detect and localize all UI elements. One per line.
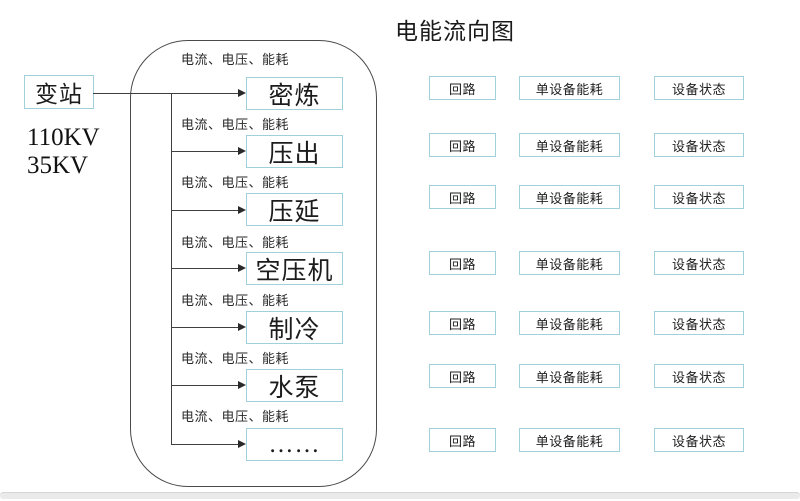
voltage-110kv-label: 110KV — [27, 124, 100, 151]
trunk-line — [171, 93, 172, 445]
device-energy-box: 单设备能耗 — [519, 133, 620, 157]
process-label: 制冷 — [268, 316, 321, 344]
circuit-box: 回路 — [429, 428, 496, 452]
substation-box: 变站 — [24, 75, 94, 109]
branch-line — [171, 444, 239, 445]
flow-attributes-label: 电流、电压、能耗 — [181, 52, 290, 67]
process-box-refrigeration: 制冷 — [246, 311, 343, 344]
process-box-water-pump: 水泵 — [246, 369, 343, 402]
process-box-extrusion: 压出 — [246, 135, 343, 168]
process-box-ellipsis: …… — [246, 428, 343, 461]
feed-line — [93, 93, 239, 94]
device-status-box: 设备状态 — [654, 428, 744, 452]
flow-attributes-label: 电流、电压、能耗 — [181, 409, 290, 424]
arrow-head — [238, 380, 246, 389]
branch-line — [171, 385, 239, 386]
device-status-box: 设备状态 — [654, 133, 744, 157]
circuit-box: 回路 — [429, 76, 496, 100]
device-status-box: 设备状态 — [654, 185, 744, 209]
horizontal-scrollbar[interactable] — [0, 492, 800, 499]
flow-attributes-label: 电流、电压、能耗 — [181, 235, 290, 250]
process-box-calendering: 压延 — [246, 193, 343, 226]
flow-attributes-label: 电流、电压、能耗 — [181, 117, 290, 132]
circuit-box: 回路 — [429, 133, 496, 157]
process-box-air-compressor: 空压机 — [246, 252, 343, 285]
flow-group-outline — [130, 40, 377, 487]
substation-label: 变站 — [35, 82, 83, 107]
circuit-box: 回路 — [429, 251, 496, 275]
arrow-head — [238, 88, 246, 97]
branch-line — [171, 268, 239, 269]
branch-line — [171, 151, 239, 152]
process-box-banbury: 密炼 — [246, 77, 343, 110]
process-label: 压出 — [268, 140, 321, 168]
device-status-box: 设备状态 — [654, 251, 744, 275]
voltage-35kv-label: 35KV — [27, 152, 89, 179]
arrow-head — [238, 322, 246, 331]
circuit-box: 回路 — [429, 364, 496, 388]
process-label: 压延 — [268, 198, 321, 226]
diagram-title: 电能流向图 — [395, 19, 515, 44]
arrow-head — [238, 205, 246, 214]
device-energy-box: 单设备能耗 — [519, 76, 620, 100]
arrow-head — [238, 439, 246, 448]
branch-line — [171, 327, 239, 328]
device-status-box: 设备状态 — [654, 364, 744, 388]
process-label: …… — [268, 430, 321, 458]
arrow-head — [238, 263, 246, 272]
flow-attributes-label: 电流、电压、能耗 — [181, 351, 290, 366]
circuit-box: 回路 — [429, 185, 496, 209]
flow-attributes-label: 电流、电压、能耗 — [181, 175, 290, 190]
device-energy-box: 单设备能耗 — [519, 311, 620, 335]
branch-line — [171, 210, 239, 211]
device-energy-box: 单设备能耗 — [519, 185, 620, 209]
device-energy-box: 单设备能耗 — [519, 364, 620, 388]
process-label: 密炼 — [268, 82, 321, 110]
device-status-box: 设备状态 — [654, 311, 744, 335]
arrow-head — [238, 146, 246, 155]
circuit-box: 回路 — [429, 311, 496, 335]
process-label: 水泵 — [268, 374, 321, 402]
voltage-labels: 110KV 35KV — [27, 124, 100, 180]
process-label: 空压机 — [255, 257, 334, 285]
device-status-box: 设备状态 — [654, 76, 744, 100]
device-energy-box: 单设备能耗 — [519, 251, 620, 275]
device-energy-box: 单设备能耗 — [519, 428, 620, 452]
flow-attributes-label: 电流、电压、能耗 — [181, 293, 290, 308]
